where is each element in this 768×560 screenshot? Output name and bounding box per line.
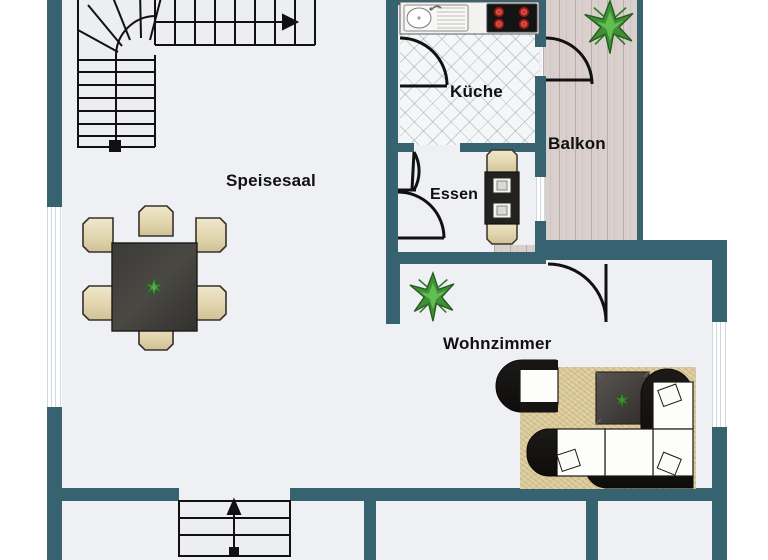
exterior-top-right xyxy=(643,0,768,245)
wall-wohnzimmer-east-notch xyxy=(712,240,727,322)
wall-west-upper xyxy=(47,0,62,207)
room-fill-lower-band xyxy=(62,495,727,560)
room-label-kueche: Küche xyxy=(450,82,503,101)
wall-south-notch-left xyxy=(62,488,179,501)
wall-essen-south xyxy=(386,252,546,264)
exterior-bottom-left-corner xyxy=(0,530,47,560)
wall-kueche-east xyxy=(535,0,546,47)
wall-kueche-essen xyxy=(386,143,414,152)
wall-balcony-south xyxy=(543,240,727,260)
wall-wohnzimmer-north-left xyxy=(386,252,400,324)
window-essen-east xyxy=(536,177,545,221)
kitchen-tile-floor xyxy=(400,33,539,145)
wall-lower-vert-left xyxy=(47,488,62,560)
balcony-railing-east xyxy=(637,0,643,246)
room-fill-speisesaal xyxy=(62,0,397,495)
room-label-essen: Essen xyxy=(430,186,479,203)
wall-north-kueche xyxy=(386,0,546,5)
wall-south-right xyxy=(290,488,727,501)
room-label-wohnzimmer: Wohnzimmer xyxy=(443,334,552,353)
wall-kueche-east-lower xyxy=(535,76,546,151)
wall-lower-vert-right xyxy=(586,501,598,560)
exterior-left xyxy=(0,0,47,560)
wall-lower-vert-mid xyxy=(364,501,376,560)
window-east-wohnzimmer xyxy=(712,322,727,427)
wall-speisesaal-east xyxy=(386,0,398,264)
wall-essen-east-lower xyxy=(535,221,546,263)
window-west-speisesaal xyxy=(47,207,62,407)
room-label-balkon: Balkon xyxy=(548,134,606,153)
wall-essen-east-upper xyxy=(535,151,546,177)
room-fill-essen xyxy=(397,148,542,260)
balcony-deck xyxy=(543,0,640,245)
room-label-speisesaal: Speisesaal xyxy=(226,171,316,190)
wall-kueche-essen-right xyxy=(460,143,544,152)
rug-visible xyxy=(520,367,696,489)
